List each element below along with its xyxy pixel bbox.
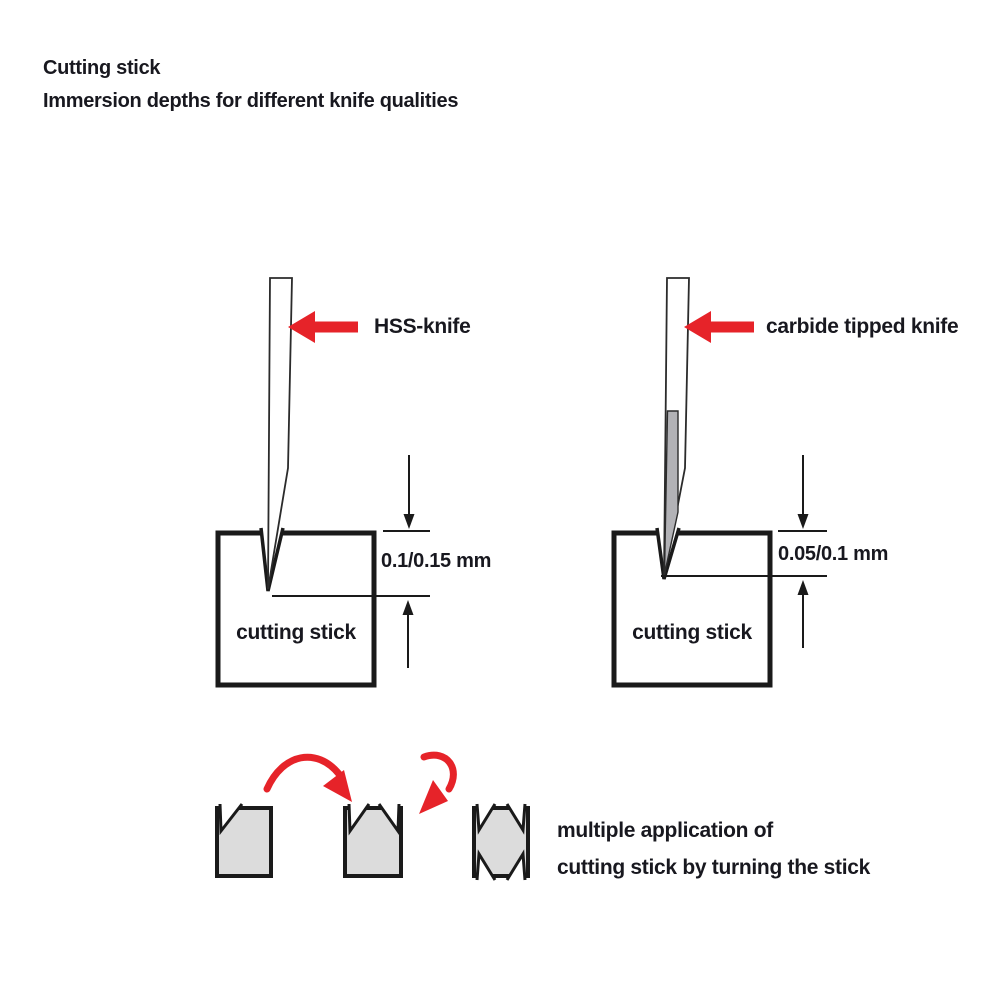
title-line-2: Immersion depths for different knife qua…: [43, 90, 459, 112]
left-cutting-stick: [215, 530, 377, 688]
carbide-knife-diagram: [611, 277, 827, 688]
left-depth-value: 0.1/0.15 mm: [381, 550, 492, 572]
stick-step-2: [343, 803, 403, 878]
left-depth-dimension: [272, 455, 430, 668]
right-cutting-stick: [611, 530, 773, 688]
stick-step-3: [472, 803, 530, 881]
title-line-1: Cutting stick: [43, 57, 161, 79]
stick-step-1: [215, 803, 273, 878]
hss-knife-diagram: [215, 277, 430, 688]
rotate-arrow-2: [419, 751, 457, 814]
left-cutting-stick-label: cutting stick: [236, 621, 356, 644]
left-stick-notch-walls: [259, 527, 285, 592]
right-stick-notch-walls: [655, 527, 681, 580]
rotate-arrow-1: [263, 753, 352, 802]
hss-knife-pointer-arrow: [288, 311, 358, 343]
rotation-note: multiple application of cutting stick by…: [557, 812, 870, 886]
carbide-tip-insert: [663, 410, 679, 575]
right-depth-dimension: [661, 455, 827, 648]
page-title: Cutting stick Immersion depths for diffe…: [43, 52, 458, 118]
carbide-knife-pointer-arrow: [684, 311, 754, 343]
right-depth-value: 0.05/0.1 mm: [778, 543, 889, 565]
rotation-note-line-2: cutting stick by turning the stick: [557, 856, 871, 879]
rotation-note-line-1: multiple application of: [557, 819, 773, 842]
carbide-knife-label: carbide tipped knife: [766, 315, 959, 338]
hss-knife-label: HSS-knife: [374, 315, 471, 338]
stick-rotation-sequence: [215, 751, 530, 881]
right-cutting-stick-label: cutting stick: [632, 621, 752, 644]
hss-knife-blade: [267, 277, 293, 590]
